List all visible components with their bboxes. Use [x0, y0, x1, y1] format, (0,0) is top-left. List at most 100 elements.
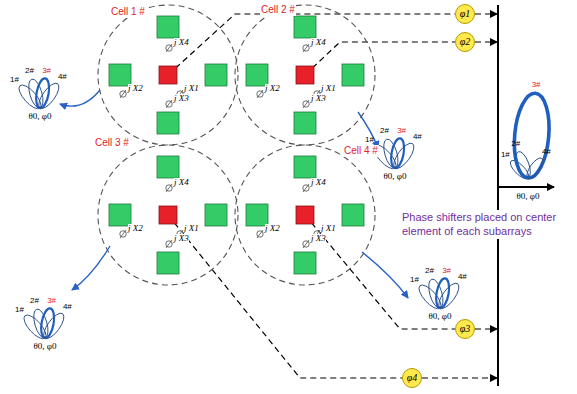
- beam-lobe: [35, 80, 62, 111]
- shifter-symbol: [303, 184, 309, 192]
- antenna-element: [342, 64, 364, 86]
- shifter-symbol: [257, 231, 263, 237]
- antenna-element: [157, 252, 179, 274]
- phase-shifter: φ3: [455, 319, 475, 339]
- cell-circle: Cell 1 #: [96, 3, 240, 147]
- shifter-symbol: [166, 240, 172, 248]
- beam-lobe: [435, 280, 462, 311]
- antenna-element: [109, 204, 131, 226]
- beam-number: 1#: [410, 275, 419, 284]
- reactance-label: j X4: [174, 178, 189, 188]
- antenna-element: [294, 252, 316, 274]
- cell-circle: Cell 3 #: [96, 143, 240, 287]
- reactance-label: j X1: [184, 84, 199, 94]
- combiner-bar: [497, 5, 499, 386]
- dashed-circle: [98, 5, 238, 145]
- shifter-symbol: [303, 241, 309, 247]
- beam-number: 4#: [63, 303, 72, 312]
- reactance-label: j X1: [321, 224, 336, 234]
- beam-number: 2#: [380, 127, 389, 136]
- antenna-element: [157, 112, 179, 134]
- beam-number: 3#: [47, 296, 56, 305]
- shifter-symbol: [303, 100, 309, 108]
- phase-shifter: φ4: [402, 368, 422, 388]
- antenna-element: [246, 204, 268, 226]
- antenna-element: [157, 156, 179, 178]
- shifter-symbol: [166, 44, 172, 52]
- phase-label: φ3: [460, 324, 471, 334]
- direction-label: θ0, φ0: [428, 312, 451, 322]
- antenna-element: [294, 156, 316, 178]
- center-element: [296, 206, 314, 224]
- shifter-symbol: [303, 44, 309, 52]
- shifter-symbol: [166, 185, 172, 191]
- phase-label: φ4: [407, 373, 418, 383]
- beam-number: 1#: [10, 75, 19, 84]
- feed-connector: [305, 42, 455, 75]
- antenna-element: [246, 64, 268, 86]
- beam-number: 2#: [30, 297, 39, 306]
- beam-lobe: [39, 307, 56, 339]
- phase-label: φ1: [460, 9, 471, 19]
- blue-arrow: [72, 246, 110, 290]
- direction-label: θ0, φ0: [28, 112, 51, 122]
- reactance-label: j X1: [184, 224, 199, 234]
- reactance-label: j X4: [311, 178, 326, 188]
- feed-line: [475, 328, 497, 329]
- reactance-label: j X3: [174, 234, 189, 244]
- reactance-label: j X1: [321, 84, 336, 94]
- reactance-label: j X3: [311, 234, 326, 244]
- feed-line: [475, 13, 497, 14]
- feed-connector: [168, 215, 402, 378]
- cell-circle: Cell 4 #: [233, 143, 377, 287]
- beam-lobe: [389, 137, 406, 169]
- shifter-symbol: [166, 241, 172, 247]
- dashed-circle: [235, 145, 375, 285]
- beam-number: 1#: [15, 305, 24, 314]
- cell-label: Cell 3 #: [94, 137, 130, 149]
- cell-label: Cell 1 #: [110, 6, 146, 18]
- beam-number: 3#: [42, 66, 51, 75]
- direction-label: θ0, φ0: [33, 342, 56, 352]
- output-arrow: [499, 186, 554, 188]
- beam-number: 2#: [425, 267, 434, 276]
- antenna-element: [205, 204, 227, 226]
- antenna-element: [157, 16, 179, 38]
- cell-label: Cell 2 #: [260, 4, 296, 16]
- shifter-symbol: [303, 240, 309, 248]
- note-text: Phase shifters placed on center element …: [402, 210, 570, 239]
- antenna-element: [109, 64, 131, 86]
- shifter-symbol: [120, 90, 126, 98]
- shifter-symbol: [303, 185, 309, 191]
- center-element: [159, 206, 177, 224]
- beam-number: 4#: [458, 273, 467, 282]
- reactance-label: j X4: [174, 38, 189, 48]
- direction-label: θ0, φ0: [516, 192, 539, 202]
- antenna-element: [342, 204, 364, 226]
- dashed-circle: [98, 145, 238, 285]
- beam-lobe: [511, 92, 552, 180]
- shifter-symbol: [166, 184, 172, 192]
- beam-number: 4#: [58, 73, 67, 82]
- beam-number: 3#: [532, 81, 541, 90]
- phase-shifter: φ2: [455, 32, 475, 52]
- beam-number: 1#: [501, 151, 510, 160]
- cell-label: Cell 4 #: [343, 145, 379, 157]
- shifter-symbol: [166, 101, 172, 107]
- reactance-label: j X2: [265, 224, 280, 234]
- beam-lobe: [40, 310, 67, 341]
- reactance-label: j X2: [128, 224, 143, 234]
- antenna-element: [294, 16, 316, 38]
- cell-outline: [233, 3, 377, 147]
- beam-number: 2#: [25, 67, 34, 76]
- phase-label: φ2: [460, 37, 471, 47]
- shifter-symbol: [120, 231, 126, 237]
- shifter-symbol: [257, 230, 263, 238]
- shifter-symbol: [166, 100, 172, 108]
- beam-number: 3#: [442, 266, 451, 275]
- beam-number: 4#: [413, 133, 422, 142]
- beam-number: 2#: [511, 140, 520, 149]
- beam-lobe: [524, 156, 546, 181]
- antenna-element: [294, 112, 316, 134]
